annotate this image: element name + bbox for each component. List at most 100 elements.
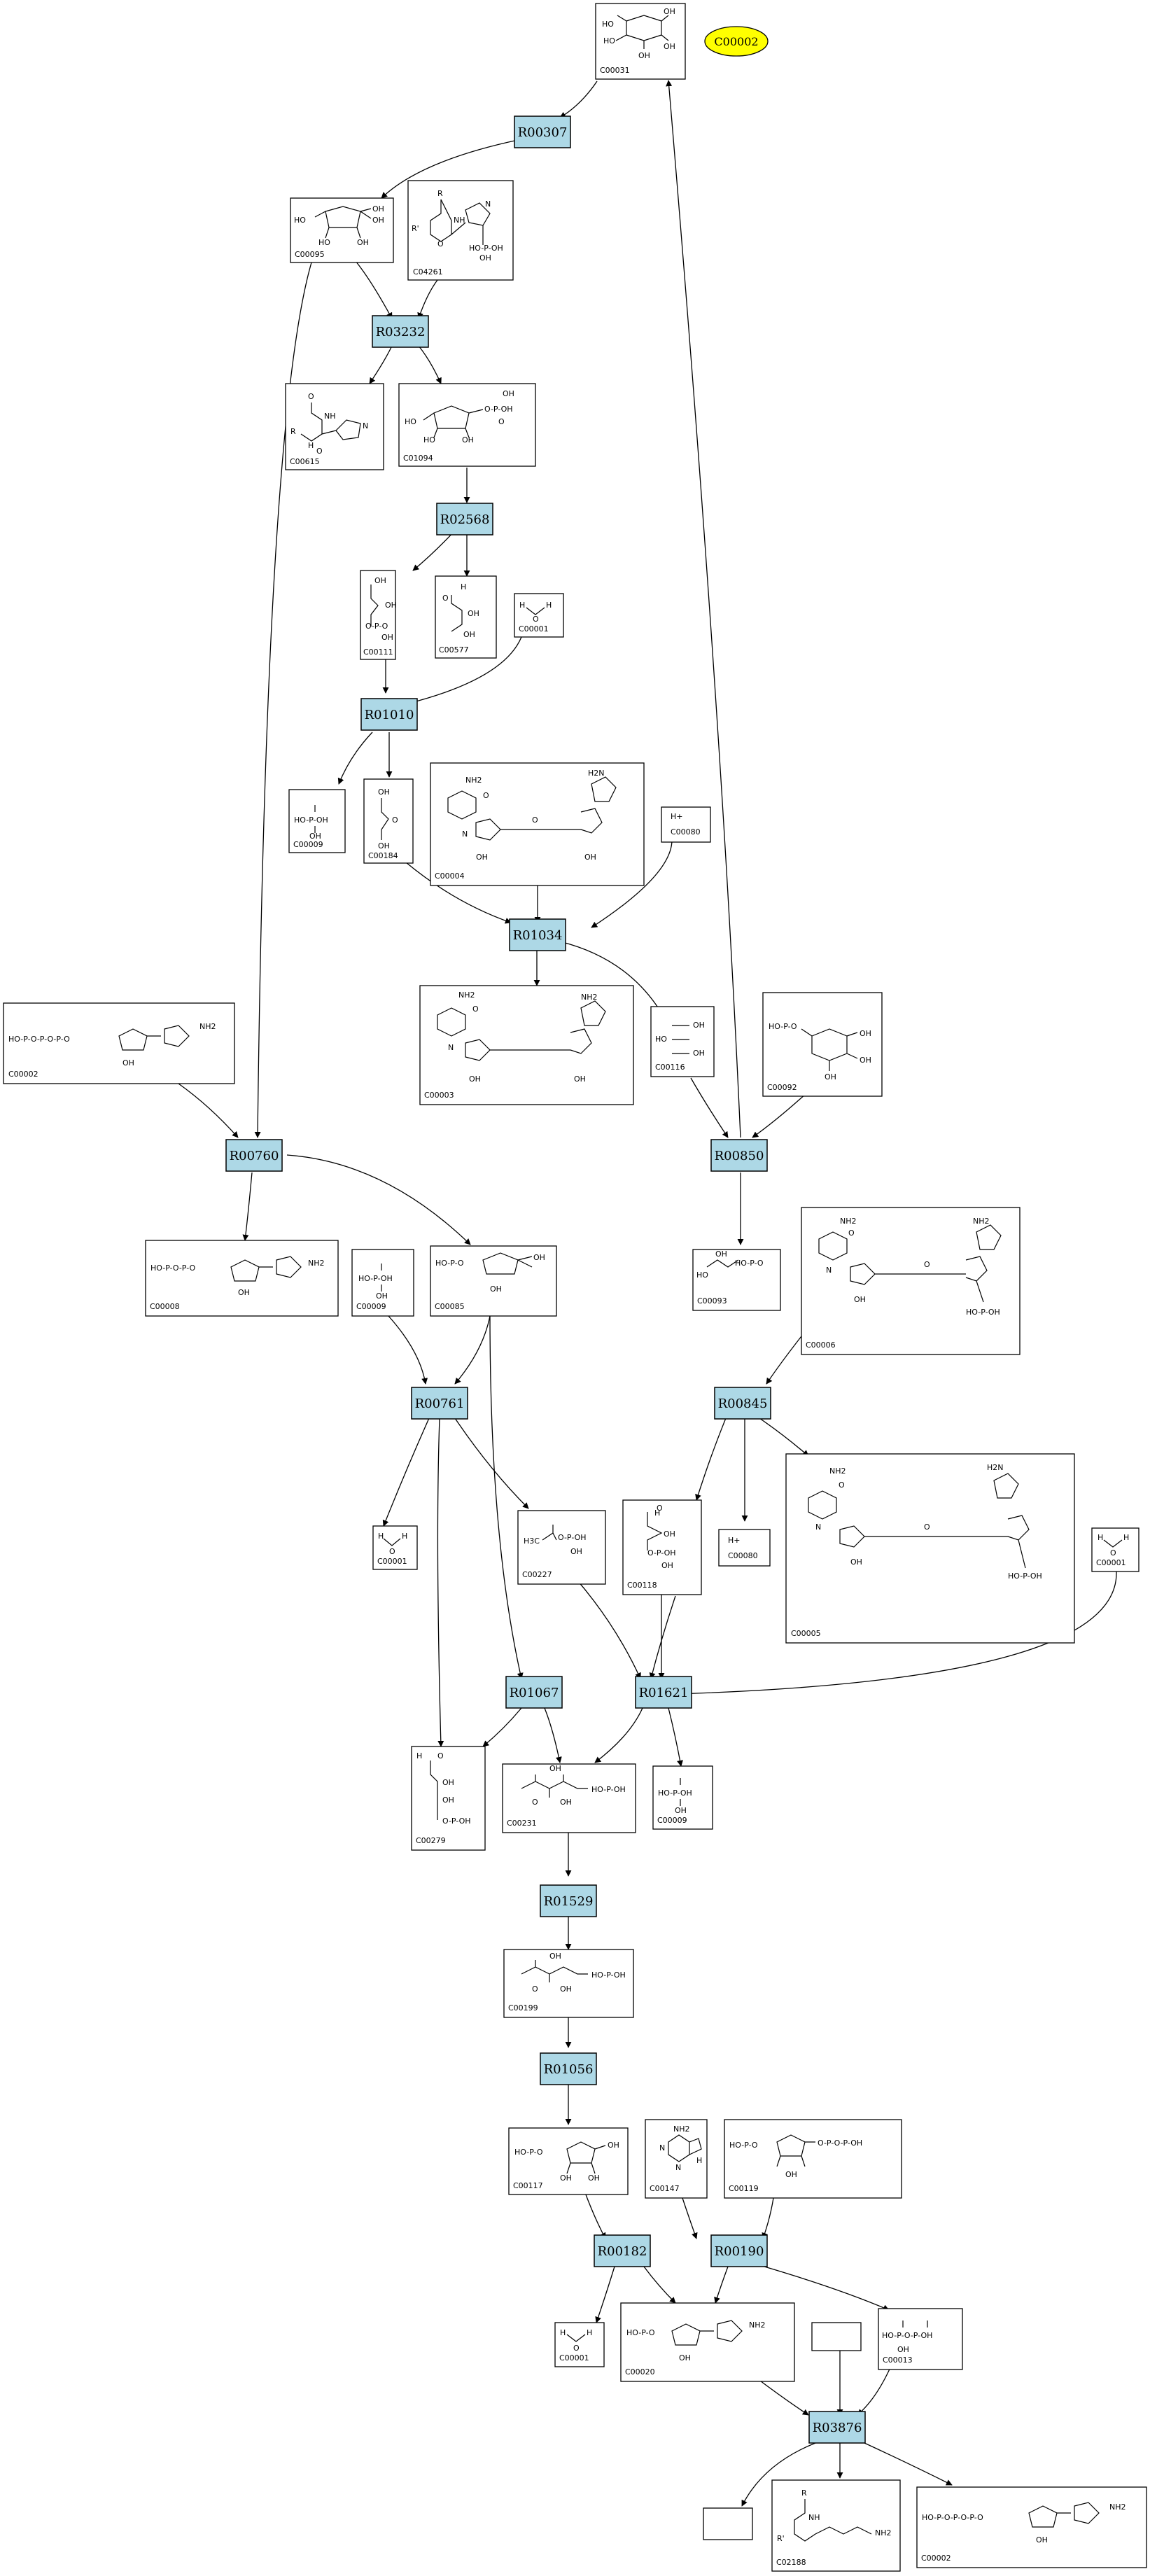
edge [559,941,664,1017]
atom-label: NH2 [829,1466,846,1476]
atom-label: OH [479,253,491,262]
edge [864,2442,953,2486]
compound-structure: R NH R' N HO-P-OH O OH [412,189,503,262]
compound-c00117[interactable]: HO-P-O OH OH OH C00117 [508,2127,629,2195]
reaction-r01067[interactable]: R01067 [505,1676,563,1709]
compound-structure: OH HO-P-OH O OH [521,1764,626,1807]
atom-label: N [659,2143,665,2152]
compound-structure: HO-P-O OH OH OH [769,1022,871,1082]
compound-c00279[interactable]: H O OH OH O-P-OH C00279 [411,1746,486,1851]
reaction-r01010[interactable]: R01010 [360,698,418,731]
edge [489,1315,524,1679]
reaction-r00182[interactable]: R00182 [594,2234,651,2267]
compound-c04261[interactable]: R NH R' N HO-P-OH O OH C04261 [407,180,514,281]
reaction-r01621[interactable]: R01621 [635,1676,692,1709]
compound-structure: OH O-P-OH HO HO OH O [405,389,514,444]
atom-label: HO [602,20,614,29]
compound-c00080[interactable]: H+ C00080 [661,806,711,843]
atom-label: O [848,1228,855,1238]
compound-c00615[interactable]: O NH R N H O C00615 [285,383,384,470]
compound-c00009[interactable]: HO-P-OH OH C00009 [351,1249,414,1317]
compound-c00009[interactable]: HO-P-OH OH C00009 [288,789,346,853]
reaction-label: R00761 [415,1396,465,1411]
atom-label: OH [664,7,675,16]
compound-c00231[interactable]: OH HO-P-OH O OH C00231 [502,1763,636,1833]
atom-label: HO [294,216,306,225]
reaction-r01056[interactable]: R01056 [540,2052,597,2085]
compound-c00006[interactable]: NH2 O NH2 N O OH HO-P-OH C00006 [801,1207,1021,1355]
compound-c00119[interactable]: HO-P-O O-P-O-P-OH OH C00119 [724,2119,902,2199]
compound-c00577[interactable]: H O OH OH C00577 [435,575,497,659]
reaction-r00190[interactable]: R00190 [710,2234,768,2267]
atom-label: O-P-OH [558,1533,587,1542]
highlighted-compound[interactable]: C00002 [704,26,769,57]
edge [388,1315,428,1385]
atom-label: NH2 [875,2528,892,2538]
atom-label: HO-P-O [435,1259,464,1268]
compound-c00092[interactable]: HO-P-O OH OH OH C00092 [762,992,883,1097]
reaction-r00760[interactable]: R00760 [225,1139,283,1172]
compound-c00002[interactable]: HO-P-O-P-O-P-O OH NH2 C00002 [3,1002,235,1084]
compound-c00085[interactable]: HO-P-O OH OH C00085 [430,1245,557,1317]
compound-c00118[interactable]: H O OH O-P-OH OH C00118 [622,1499,702,1595]
reaction-r00761[interactable]: R00761 [411,1387,468,1420]
compound-id: C00147 [650,2184,680,2193]
compound-c00001[interactable]: H O H C00001 [554,2322,605,2367]
atom-label: N [815,1522,821,1532]
reaction-r00845[interactable]: R00845 [714,1387,771,1420]
reaction-r00850[interactable]: R00850 [710,1139,768,1172]
compound-c00227[interactable]: H3C O-P-OH OH C00227 [517,1510,606,1585]
compound-c00013[interactable]: HO-P-O-P-OH OH C00013 [878,2308,963,2370]
compound-structure: HO-P-O O-P-O-P-OH OH [729,2134,862,2179]
atom-label: H3C [524,1536,540,1546]
reaction-r03232[interactable]: R03232 [372,315,429,348]
compound-c00001[interactable]: H O H C00001 [514,593,564,638]
compound-c00020[interactable]: HO-P-O NH2 OH C00020 [620,2302,795,2382]
atom-label: NH2 [973,1217,990,1226]
compound-id: C01094 [403,454,433,463]
compound-c00184[interactable]: OH O OH C00184 [363,778,414,864]
compound-structure: OH HO OH [655,1021,705,1058]
compound-c00009[interactable]: HO-P-OH OH C00009 [652,1765,713,1830]
compound-c00147[interactable]: NH2 N N H C00147 [645,2119,708,2199]
atom-label: R [437,189,443,198]
atom-label: OH [560,2174,572,2183]
reaction-r01034[interactable]: R01034 [509,918,566,951]
atom-label: OH [122,1058,134,1068]
reaction-r03876[interactable]: R03876 [808,2411,866,2444]
compound-id: C02188 [776,2558,806,2567]
atom-label: OH [850,1558,862,1567]
compound-c00080[interactable]: H+ C00080 [718,1529,771,1567]
reaction-r00307[interactable]: R00307 [514,115,571,148]
compound-c02188[interactable]: R NH R' NH2 C02188 [771,2479,901,2572]
compound-c00001[interactable]: H O H C00001 [1091,1527,1140,1572]
edge [254,262,312,1138]
reaction-label: R02568 [440,512,490,527]
compound-unlabeled[interactable] [703,2507,753,2540]
compound-c00005[interactable]: NH2 O H2N N O OH HO-P-OH C00005 [785,1453,1075,1644]
compound-c00111[interactable]: OH OH O-P-O OH C00111 [360,570,397,660]
atom-label: O [483,791,489,800]
reaction-label: R01010 [365,708,414,722]
atom-label: O-P-O [365,622,388,631]
compound-unlabeled[interactable] [811,2322,862,2351]
atom-label: O [839,1480,845,1490]
compound-c00116[interactable]: OH HO OH C00116 [650,1006,715,1077]
compound-c01094[interactable]: OH O-P-OH HO HO OH O C01094 [398,383,536,467]
compound-c00199[interactable]: OH HO-P-OH O OH C00199 [503,1949,634,2018]
compound-c00004[interactable]: NH2 O H2N N O OH OH C00004 [430,762,645,886]
reaction-r02568[interactable]: R02568 [436,503,493,536]
compound-id: C00031 [600,66,630,75]
compound-c00031[interactable]: HO OH HO OH OH C00031 [595,3,686,80]
compound-c00001[interactable]: H O H C00001 [372,1525,418,1570]
compound-structure: OH O OH [378,788,398,850]
compound-c00093[interactable]: HO-P-O OH HO C00093 [692,1249,781,1311]
compound-c00003[interactable]: NH2 O NH2 N OH OH C00003 [419,985,634,1105]
reaction-r01529[interactable]: R01529 [540,1884,597,1917]
compound-c00002[interactable]: HO-P-O-P-O-P-O OH NH2 C00002 [916,2486,1147,2568]
atom-label: OH [374,576,386,585]
compound-c00008[interactable]: HO-P-O-P-O NH2 OH C00008 [145,1240,339,1317]
edge [675,1571,1117,1698]
compound-c00095[interactable]: HO OH OH HO OH C00095 [290,197,394,263]
atom-label: H [546,601,552,610]
